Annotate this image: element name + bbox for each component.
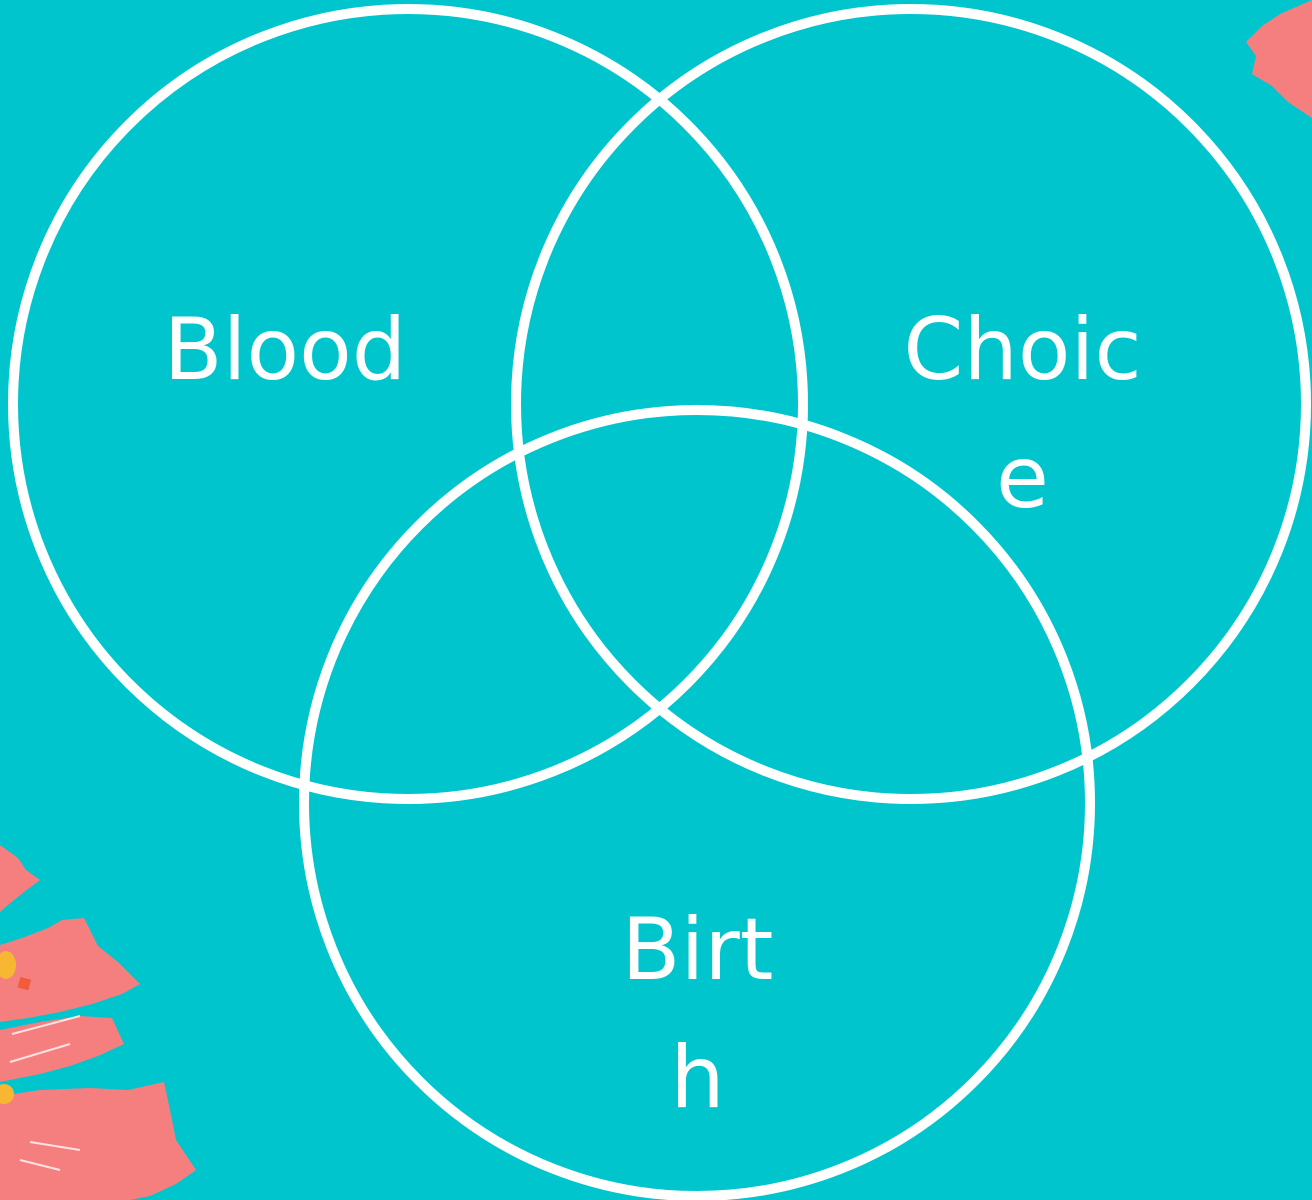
venn-label-blood: Blood bbox=[140, 286, 430, 414]
venn-label-choice: Choice bbox=[900, 286, 1145, 542]
venn-label-birth: Birth bbox=[615, 886, 780, 1142]
